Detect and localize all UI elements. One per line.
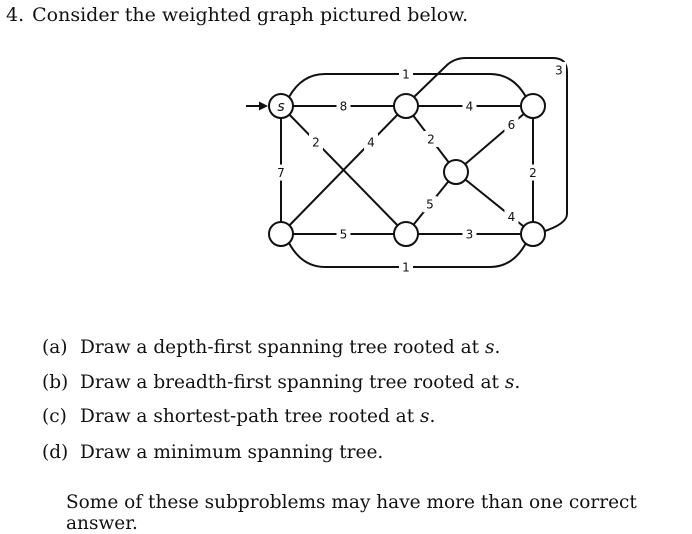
footer-note: Some of these subproblems may have more … — [66, 492, 637, 534]
node-center — [443, 159, 469, 185]
subproblem-text: Draw a depth-first spanning tree rooted … — [80, 337, 485, 358]
edge-weight-label: 1 — [402, 68, 410, 82]
weighted-graph-diagram: 1 8 4 2 7 4 2 6 2 5 4 5 3 1 3 s — [246, 57, 568, 275]
weight-label-background — [504, 116, 519, 133]
weight-label-background — [274, 164, 288, 181]
source-node-label: s — [277, 99, 284, 115]
subproblem-b: (b) Draw a breadth-first spanning tree ro… — [42, 372, 520, 393]
period: . — [429, 406, 436, 427]
node-bottom-right — [520, 221, 546, 247]
problem-heading: 4. Consider the weighted graph pictured b… — [6, 4, 476, 26]
variable-s: s — [420, 406, 430, 427]
edge-bottom-left-top-middle — [280, 105, 407, 235]
problem-prompt: Consider the weighted graph pictured bel… — [32, 4, 469, 26]
node-s — [268, 93, 294, 119]
node-bottom-left — [268, 221, 294, 247]
subproblem-text: Draw a minimum spanning tree. — [80, 442, 384, 463]
subproblem-c: (c) Draw a shortest-path tree rooted at s… — [42, 406, 435, 427]
edge-weight-label: 2 — [427, 133, 435, 147]
weight-label-background — [462, 98, 477, 114]
period: . — [494, 337, 501, 358]
edge-weight-label: 4 — [508, 210, 516, 224]
weight-label-background — [399, 66, 413, 82]
subproblem-label: (b) — [42, 372, 69, 393]
weight-label-background — [399, 259, 413, 275]
edge-weight-label: 7 — [277, 166, 285, 180]
variable-s: s — [504, 372, 515, 393]
edge-weight-label: 3 — [466, 228, 474, 242]
weight-label-background — [423, 196, 437, 213]
weight-label-background — [309, 133, 323, 150]
subproblem-label: (c) — [42, 406, 67, 427]
problem-number: 4. — [6, 4, 25, 26]
edge-top-middle-bottom-right — [413, 57, 568, 233]
weight-label-background — [424, 131, 438, 147]
weight-label-background — [552, 62, 566, 78]
edge-weight-label: 6 — [508, 118, 516, 132]
weight-label-background — [336, 98, 351, 114]
weight-label-background — [462, 226, 477, 242]
subproblem-text: Draw a shortest-path tree rooted at — [80, 406, 421, 427]
weight-label-background — [336, 226, 351, 242]
edge-weight-label: 4 — [367, 135, 375, 149]
edge-weight-label: 3 — [555, 64, 563, 78]
edge-center-bottom-right — [455, 171, 534, 235]
subproblem-label: (d) — [42, 442, 69, 463]
start-arrow-icon — [259, 101, 268, 111]
weight-label-background — [526, 164, 540, 181]
subproblem-label: (a) — [42, 337, 68, 358]
edge-weight-label: 8 — [340, 100, 348, 114]
subproblem-text: Draw a breadth-first spanning tree roote… — [80, 372, 505, 393]
edge-weight-label: 2 — [312, 135, 320, 149]
node-top-right — [520, 93, 546, 119]
edge-center-top-right — [455, 105, 534, 173]
subproblem-a: (a) Draw a depth-first spanning tree root… — [42, 337, 500, 358]
node-top-middle — [393, 93, 419, 119]
edge-weight-label: 5 — [426, 198, 434, 212]
node-bottom-middle — [393, 221, 419, 247]
edge-weight-label: 1 — [402, 261, 410, 275]
edge-weight-label: 2 — [529, 166, 537, 180]
weight-label-background — [504, 208, 519, 225]
weight-label-background — [364, 133, 378, 150]
edge-weight-label: 5 — [340, 228, 348, 242]
edge-weight-label: 4 — [466, 100, 474, 114]
subproblem-d: (d) Draw a minimum spanning tree. — [42, 442, 383, 463]
period: . — [514, 372, 521, 393]
variable-s: s — [484, 337, 495, 358]
